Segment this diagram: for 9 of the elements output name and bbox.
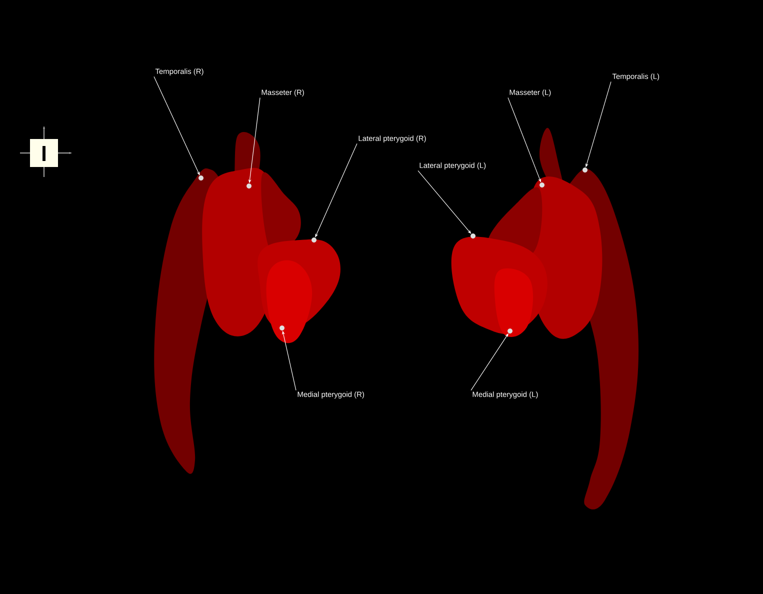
marker-pin [198,176,204,180]
leader-line [418,170,472,234]
marker-pin [246,184,252,188]
marker-pin [508,328,512,334]
marker-pin [540,182,544,188]
marker-pin [280,326,284,330]
marker-pin [582,168,588,172]
marker-pin [312,238,316,242]
marker-pin [470,234,476,238]
